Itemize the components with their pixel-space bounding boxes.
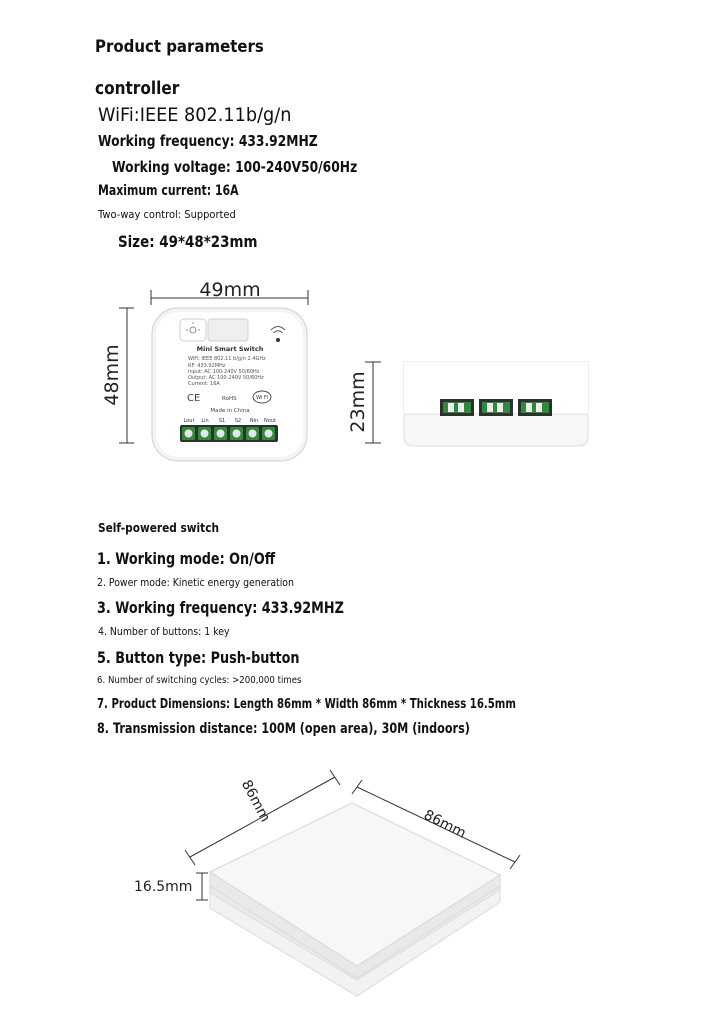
switch-device bbox=[208, 802, 502, 997]
switch-title: Self-powered switch bbox=[98, 521, 220, 535]
switch-item: 3. Working frequency: 433.92MHZ bbox=[97, 598, 344, 617]
controller-side-view bbox=[403, 361, 589, 447]
switch-item: 6. Number of switching cycles: >200,000 … bbox=[97, 675, 302, 686]
terminal-label: Nout bbox=[264, 418, 276, 424]
terminal-label: Lout bbox=[184, 418, 195, 424]
terminal-label: Nin bbox=[250, 418, 258, 424]
wifi-logo-icon bbox=[252, 390, 272, 404]
depth-label: 23mm bbox=[347, 371, 369, 432]
rohs-mark: RoHS bbox=[222, 396, 237, 402]
switch-item: 8. Transmission distance: 100M (open are… bbox=[97, 721, 470, 737]
spec-line: Current: 16A bbox=[188, 381, 220, 387]
width-label-86: 86mm bbox=[421, 807, 468, 842]
terminal-label: Lin bbox=[201, 418, 208, 424]
light-bulb-icon bbox=[186, 322, 200, 334]
switch-item: 7. Product Dimensions: Length 86mm * Wid… bbox=[97, 697, 516, 712]
controller-two-way: Two-way control: Supported bbox=[98, 208, 236, 221]
controller-title: controller bbox=[95, 78, 180, 99]
controller-diagram: 49mm 48mm Mini Smart Switch WiFi: IEEE 8… bbox=[101, 279, 589, 462]
controller-device: Mini Smart Switch WiFi: IEEE 802.11 b/g/… bbox=[151, 307, 308, 462]
terminal-block bbox=[180, 425, 278, 442]
controller-size: Size: 49*48*23mm bbox=[118, 232, 258, 251]
device-name: Mini Smart Switch bbox=[197, 345, 264, 353]
wireless-signal-icon bbox=[270, 326, 286, 334]
controller-frequency: Working frequency: 433.92MHZ bbox=[98, 132, 318, 150]
switch-item: 1. Working mode: On/Off bbox=[97, 549, 276, 568]
height-dimension: 48mm bbox=[101, 307, 134, 444]
height-label: 48mm bbox=[101, 344, 123, 405]
controller-voltage: Working voltage: 100-240V50/60Hz bbox=[112, 158, 358, 176]
controller-current: Maximum current: 16A bbox=[98, 183, 239, 199]
depth-dimension: 23mm bbox=[347, 361, 381, 444]
length-label: 86mm bbox=[238, 777, 273, 824]
ce-mark: CE bbox=[187, 393, 200, 404]
thickness-dimension: 16.5mm bbox=[134, 872, 208, 901]
thickness-label: 16.5mm bbox=[134, 879, 192, 895]
page-title: Product parameters bbox=[95, 37, 264, 57]
width-label: 49mm bbox=[199, 279, 260, 301]
status-led bbox=[276, 338, 280, 342]
controller-wifi: WiFi:IEEE 802.11b/g/n bbox=[98, 104, 292, 126]
spec-line: Output: AC 100-240V 50/60Hz bbox=[188, 375, 264, 381]
spec-line: Input: AC 100-240V 50/60Hz bbox=[188, 369, 260, 375]
spec-line: RF: 433.92MHz bbox=[188, 363, 226, 369]
width-dimension: 49mm bbox=[150, 279, 309, 305]
spec-line: WiFi: IEEE 802.11 b/g/n 2.4GHz bbox=[188, 356, 266, 362]
terminal-label: S2 bbox=[235, 418, 241, 424]
switch-item: 2. Power mode: Kinetic energy generation bbox=[97, 576, 294, 589]
made-in-label: Made in China bbox=[210, 408, 249, 414]
terminal-label: S1 bbox=[219, 418, 225, 424]
switch-item: 5. Button type: Push-button bbox=[97, 648, 300, 667]
wifi-logo-text: Wi Fi bbox=[256, 395, 268, 401]
switch-item: 4. Number of buttons: 1 key bbox=[98, 625, 230, 638]
